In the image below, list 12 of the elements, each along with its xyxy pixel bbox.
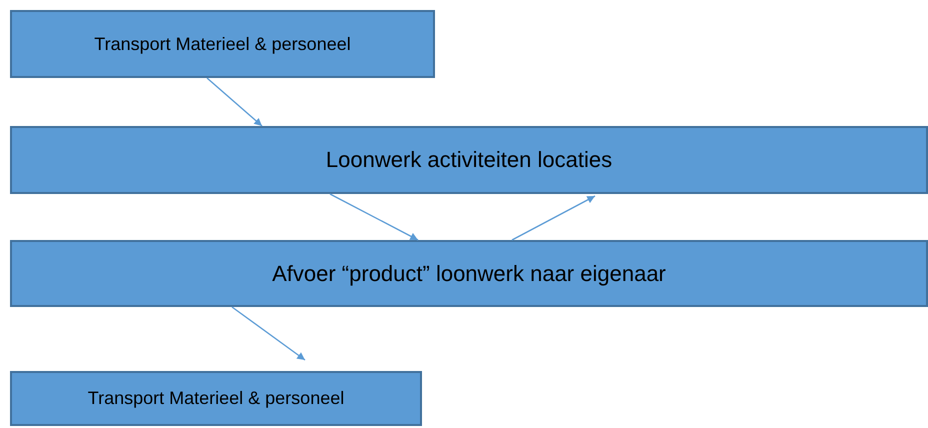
box-label: Loonwerk activiteiten locaties xyxy=(326,147,612,173)
process-box xyxy=(10,126,928,194)
arrow xyxy=(512,195,596,241)
process-box xyxy=(10,240,928,307)
arrow xyxy=(330,193,418,241)
box-label: Afvoer “product” loonwerk naar eigenaar xyxy=(272,260,666,286)
box-label: Transport Materieel & personeel xyxy=(88,388,344,409)
box-label: Transport Materieel & personeel xyxy=(94,34,351,54)
arrow xyxy=(232,306,306,361)
process-box xyxy=(10,10,435,78)
process-box xyxy=(10,371,422,426)
arrow xyxy=(206,78,262,126)
